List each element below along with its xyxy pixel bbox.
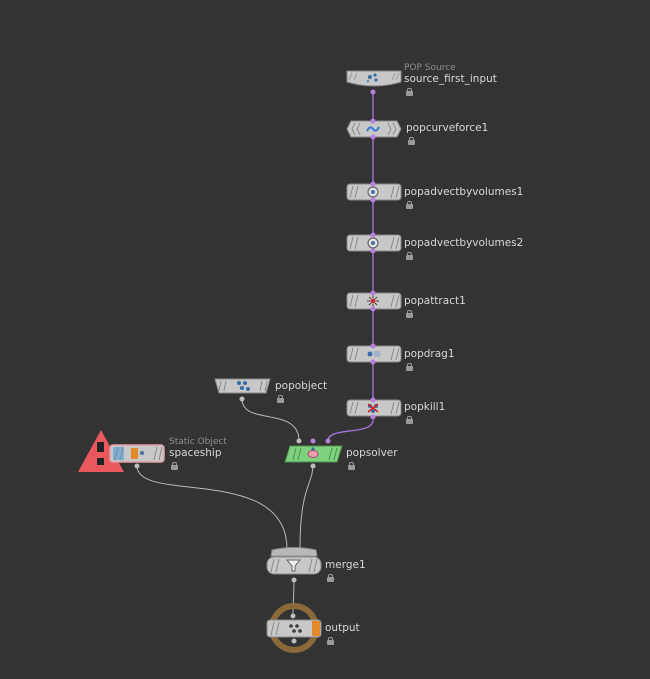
output-connector[interactable] — [370, 248, 376, 254]
input-connector[interactable] — [290, 613, 296, 619]
output-connector[interactable] — [310, 463, 316, 469]
node-label[interactable]: popattract1 — [404, 295, 466, 307]
node-label[interactable]: popadvectbyvolumes2 — [404, 237, 524, 249]
lock-icon[interactable] — [406, 201, 413, 209]
node-popadvectbyvolumes1[interactable] — [346, 181, 402, 203]
input-connector[interactable] — [370, 181, 376, 187]
lock-icon[interactable] — [327, 637, 334, 645]
node-popattract1[interactable] — [346, 290, 402, 312]
input-connector[interactable] — [370, 118, 376, 124]
output-connector[interactable] — [134, 463, 140, 469]
output-connector[interactable] — [370, 306, 376, 312]
advect-volume-icon — [367, 186, 379, 198]
wire-kill-popsolver[interactable] — [327, 419, 374, 442]
wire-popobject-popsolver[interactable] — [241, 398, 300, 442]
lock-icon[interactable] — [408, 137, 415, 145]
node-label[interactable]: popadvectbyvolumes1 — [404, 186, 524, 198]
wire-spaceship-merge[interactable] — [136, 465, 288, 550]
output-icon — [289, 624, 302, 633]
output-connector[interactable] — [291, 577, 297, 583]
node-popcurveforce1[interactable] — [346, 118, 402, 140]
node-subtitle: Static Object — [169, 437, 227, 447]
output-connector[interactable] — [370, 134, 376, 140]
node-source-first-input[interactable] — [346, 70, 402, 95]
lock-icon[interactable] — [348, 462, 355, 470]
output-connector[interactable] — [370, 197, 376, 203]
node-popdrag1[interactable] — [346, 343, 402, 365]
input-connector[interactable] — [370, 397, 376, 403]
lock-icon[interactable] — [277, 395, 284, 403]
curve-force-icon — [366, 126, 380, 132]
node-label[interactable]: merge1 — [325, 559, 366, 571]
input-connector-3[interactable] — [325, 438, 331, 444]
kill-icon — [367, 403, 379, 413]
pop-source-icon — [366, 73, 378, 83]
input-connector-1[interactable] — [296, 438, 302, 444]
node-label[interactable]: output — [325, 622, 360, 634]
node-label[interactable]: popcurveforce1 — [406, 122, 489, 134]
output-connector[interactable] — [370, 89, 376, 95]
pop-object-icon — [237, 381, 250, 391]
wire-popsolver-merge[interactable] — [299, 464, 314, 550]
static-object-icon — [140, 451, 144, 455]
lock-icon[interactable] — [406, 416, 413, 424]
input-connector[interactable] — [370, 343, 376, 349]
node-label[interactable]: popsolver — [346, 447, 398, 459]
output-connector[interactable] — [370, 414, 376, 420]
node-label[interactable]: popkill1 — [404, 401, 446, 413]
lock-icon[interactable] — [406, 252, 413, 260]
attract-icon — [367, 295, 379, 307]
node-label[interactable]: source_first_input — [404, 73, 497, 85]
lock-icon[interactable] — [406, 363, 413, 371]
node-popkill1[interactable] — [346, 397, 402, 420]
output-connector[interactable] — [370, 359, 376, 365]
node-label[interactable]: popdrag1 — [404, 348, 455, 360]
node-label[interactable]: spaceship — [169, 447, 222, 459]
lock-icon[interactable] — [171, 462, 178, 470]
drag-icon — [367, 351, 381, 357]
output-connector[interactable] — [291, 638, 297, 644]
advect-volume-icon — [367, 237, 379, 249]
input-connector[interactable] — [370, 232, 376, 238]
solver-icon — [307, 447, 319, 458]
input-connector-2[interactable] — [310, 438, 316, 444]
funnel-icon — [285, 559, 302, 572]
node-label[interactable]: popobject — [275, 380, 328, 392]
output-connector[interactable] — [239, 396, 245, 402]
node-popobject[interactable] — [214, 378, 271, 402]
lock-icon[interactable] — [406, 88, 413, 96]
node-popadvectbyvolumes2[interactable] — [346, 232, 402, 254]
lock-icon[interactable] — [327, 574, 334, 582]
node-popsolver[interactable] — [284, 438, 343, 469]
wire-merge-output[interactable] — [292, 579, 295, 617]
input-connector[interactable] — [370, 290, 376, 296]
node-spaceship[interactable] — [78, 430, 165, 472]
lock-icon[interactable] — [406, 310, 413, 318]
node-output[interactable] — [266, 603, 322, 653]
wires — [136, 92, 374, 617]
node-merge1[interactable] — [266, 547, 322, 583]
node-subtitle: POP Source — [404, 63, 456, 73]
display-flag[interactable] — [312, 621, 320, 636]
